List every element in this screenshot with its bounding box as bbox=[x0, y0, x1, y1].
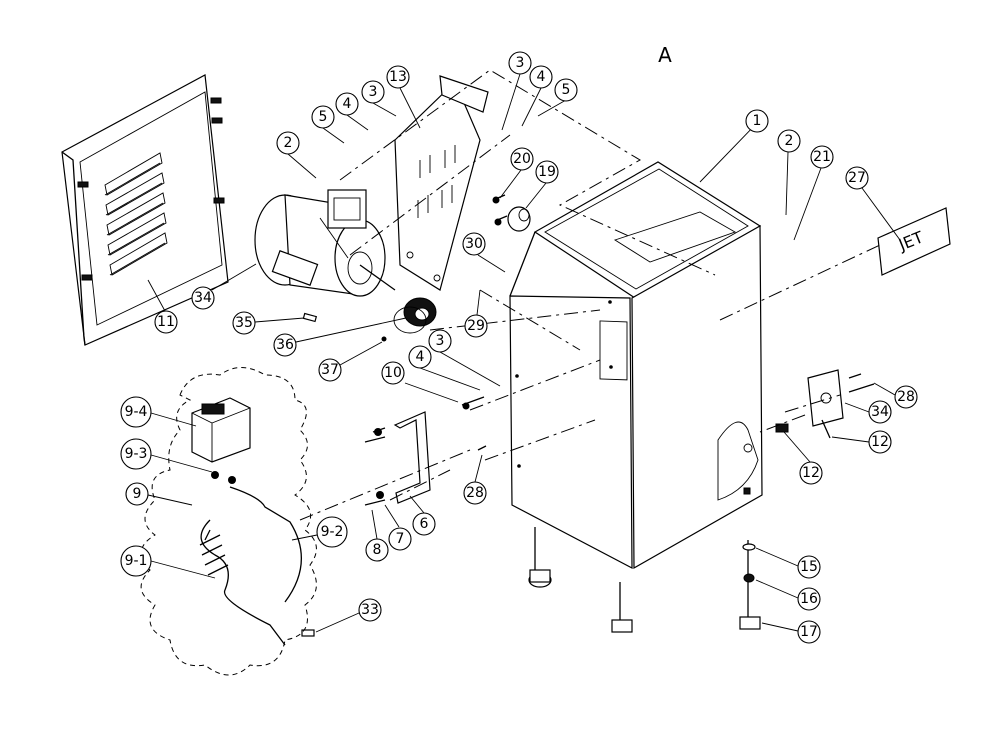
svg-text:16: 16 bbox=[800, 591, 818, 607]
svg-text:9: 9 bbox=[133, 486, 142, 502]
callout-5: 5 bbox=[537, 78, 578, 117]
svg-text:10: 10 bbox=[384, 365, 402, 381]
leveling-feet bbox=[528, 527, 761, 633]
jet-nameplate: JET bbox=[877, 207, 951, 276]
callout-15: 15 bbox=[755, 547, 821, 579]
belt-guard-cover bbox=[61, 74, 229, 346]
callout-7: 7 bbox=[384, 504, 412, 551]
callout-37: 37 bbox=[318, 341, 383, 382]
callout-13: 13 bbox=[386, 65, 421, 129]
callout-29: 29 bbox=[464, 289, 488, 338]
callout-10: 10 bbox=[381, 361, 459, 403]
svg-text:5: 5 bbox=[562, 82, 571, 98]
svg-text:6: 6 bbox=[420, 516, 429, 532]
svg-text:34: 34 bbox=[194, 290, 212, 306]
callout-4: 4 bbox=[335, 92, 369, 131]
callout-9-3: 9-3 bbox=[120, 438, 213, 473]
callout-2: 2 bbox=[276, 131, 317, 179]
svg-text:17: 17 bbox=[800, 624, 818, 640]
callout-3: 3 bbox=[361, 80, 397, 117]
assembly-lines bbox=[299, 69, 881, 521]
svg-text:3: 3 bbox=[436, 333, 445, 349]
svg-text:21: 21 bbox=[813, 149, 831, 165]
motor bbox=[254, 189, 396, 297]
svg-text:33: 33 bbox=[361, 602, 379, 618]
cabinet-body bbox=[509, 161, 763, 570]
bushing bbox=[492, 194, 531, 232]
svg-text:9-1: 9-1 bbox=[125, 553, 148, 569]
motor-plate bbox=[394, 75, 489, 291]
svg-text:19: 19 bbox=[538, 164, 556, 180]
callout-34: 34 bbox=[844, 400, 892, 424]
svg-text:36: 36 bbox=[276, 337, 294, 353]
svg-text:28: 28 bbox=[897, 389, 915, 405]
svg-text:28: 28 bbox=[466, 485, 484, 501]
svg-text:9-3: 9-3 bbox=[125, 446, 148, 462]
callout-28: 28 bbox=[463, 454, 487, 505]
svg-text:34: 34 bbox=[871, 404, 889, 420]
callout-27: 27 bbox=[845, 166, 901, 241]
callout-9-4: 9-4 bbox=[120, 396, 197, 428]
svg-text:5: 5 bbox=[319, 109, 328, 125]
svg-text:4: 4 bbox=[343, 96, 352, 112]
callout-21: 21 bbox=[793, 145, 834, 241]
callout-12: 12 bbox=[831, 430, 892, 454]
svg-text:3: 3 bbox=[369, 84, 378, 100]
callout-30: 30 bbox=[462, 232, 506, 273]
callout-11: 11 bbox=[147, 279, 178, 334]
callout-16: 16 bbox=[755, 579, 821, 611]
svg-text:2: 2 bbox=[284, 135, 293, 151]
callout-4: 4 bbox=[521, 65, 553, 127]
callout-4: 4 bbox=[408, 345, 481, 391]
svg-text:8: 8 bbox=[373, 542, 382, 558]
svg-text:4: 4 bbox=[537, 69, 546, 85]
svg-text:27: 27 bbox=[848, 170, 866, 186]
callout-3: 3 bbox=[501, 51, 532, 131]
svg-text:15: 15 bbox=[800, 559, 818, 575]
svg-text:30: 30 bbox=[465, 236, 483, 252]
svg-text:37: 37 bbox=[321, 362, 339, 378]
svg-text:11: 11 bbox=[157, 314, 175, 330]
callout-20: 20 bbox=[499, 147, 534, 199]
svg-text:20: 20 bbox=[513, 151, 531, 167]
svg-text:3: 3 bbox=[516, 55, 525, 71]
svg-text:9-4: 9-4 bbox=[125, 404, 148, 420]
svg-text:7: 7 bbox=[396, 531, 405, 547]
callout-17: 17 bbox=[761, 620, 821, 644]
svg-text:12: 12 bbox=[802, 465, 820, 481]
callout-36: 36 bbox=[273, 317, 407, 357]
svg-text:9-2: 9-2 bbox=[321, 524, 344, 540]
callout-8: 8 bbox=[365, 509, 389, 562]
bracket bbox=[364, 396, 487, 506]
callout-9-1: 9-1 bbox=[120, 545, 216, 579]
power-cords bbox=[199, 486, 315, 646]
svg-text:12: 12 bbox=[871, 434, 889, 450]
callout-33: 33 bbox=[315, 598, 382, 633]
sheet-letter: A bbox=[658, 43, 672, 67]
callout-9: 9 bbox=[125, 482, 193, 506]
callout-1: 1 bbox=[699, 109, 769, 183]
callout-9-2: 9-2 bbox=[291, 516, 348, 548]
callout-3: 3 bbox=[428, 329, 501, 387]
callout-28: 28 bbox=[873, 382, 918, 409]
svg-text:4: 4 bbox=[416, 349, 425, 365]
svg-text:35: 35 bbox=[235, 315, 253, 331]
switch-mount bbox=[775, 369, 875, 439]
callout-34: 34 bbox=[191, 263, 257, 310]
callout-19: 19 bbox=[525, 160, 559, 209]
svg-text:2: 2 bbox=[785, 133, 794, 149]
callout-2: 2 bbox=[777, 129, 801, 216]
svg-text:29: 29 bbox=[467, 318, 485, 334]
svg-text:13: 13 bbox=[389, 69, 407, 85]
svg-text:1: 1 bbox=[753, 113, 762, 129]
callout-12: 12 bbox=[783, 431, 823, 485]
callout-5: 5 bbox=[311, 105, 345, 144]
callout-35: 35 bbox=[232, 311, 305, 335]
motor-pulley bbox=[302, 297, 437, 342]
switch-box bbox=[191, 397, 251, 484]
callout-6: 6 bbox=[409, 495, 436, 536]
